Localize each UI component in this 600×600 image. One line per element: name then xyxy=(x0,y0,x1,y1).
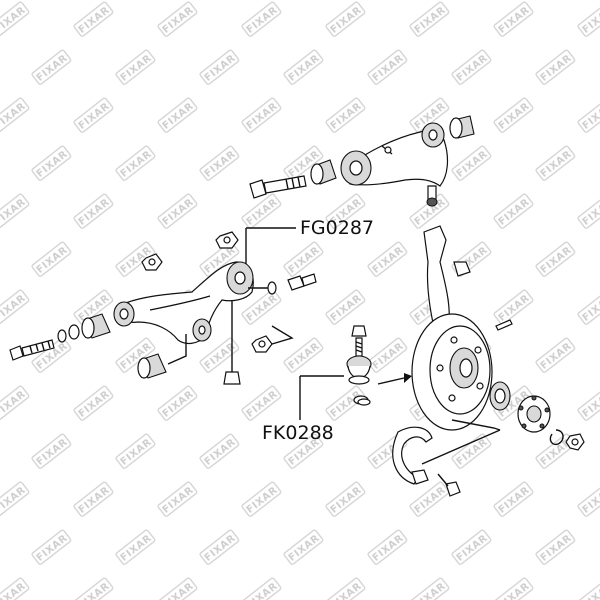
shield-bolt xyxy=(437,473,461,497)
shield-leader xyxy=(421,419,501,465)
rear-bushing-leader xyxy=(167,334,187,365)
part-number-fg0287: FG0287 xyxy=(300,217,374,239)
washer-pair-upper xyxy=(248,281,277,295)
wheel-hub xyxy=(517,395,551,433)
upper-arm-bolt xyxy=(249,175,307,199)
shield-clip xyxy=(357,398,371,406)
brake-disc-shield xyxy=(411,313,493,431)
ball-joint xyxy=(346,325,372,405)
upper-bushing-right xyxy=(449,115,475,139)
lower-arm-long-bolt xyxy=(9,339,55,361)
wheel-bearing xyxy=(489,381,511,411)
nut-center-top xyxy=(215,231,239,249)
part-number-fk0288: FK0288 xyxy=(262,422,334,444)
fg0287-leader xyxy=(245,227,296,268)
fk0288-leader xyxy=(299,375,344,420)
upper-bushing-left xyxy=(310,159,337,185)
small-pin xyxy=(495,319,513,331)
circlip xyxy=(549,429,564,446)
upper-control-arm xyxy=(340,122,449,207)
hub-nut xyxy=(565,433,585,451)
lower-control-arm xyxy=(113,261,254,345)
short-bolt-right xyxy=(287,273,317,291)
lower-bushing-rear xyxy=(137,353,167,379)
vertical-bolt xyxy=(223,300,241,385)
washer-1 xyxy=(68,324,80,340)
assembly-arrow xyxy=(377,373,412,385)
dust-shield-plate xyxy=(392,426,433,485)
nut-bottom-center xyxy=(251,325,294,353)
lower-bushing-front xyxy=(81,313,111,339)
nut-top-left xyxy=(141,253,163,271)
washer-2 xyxy=(57,329,67,343)
